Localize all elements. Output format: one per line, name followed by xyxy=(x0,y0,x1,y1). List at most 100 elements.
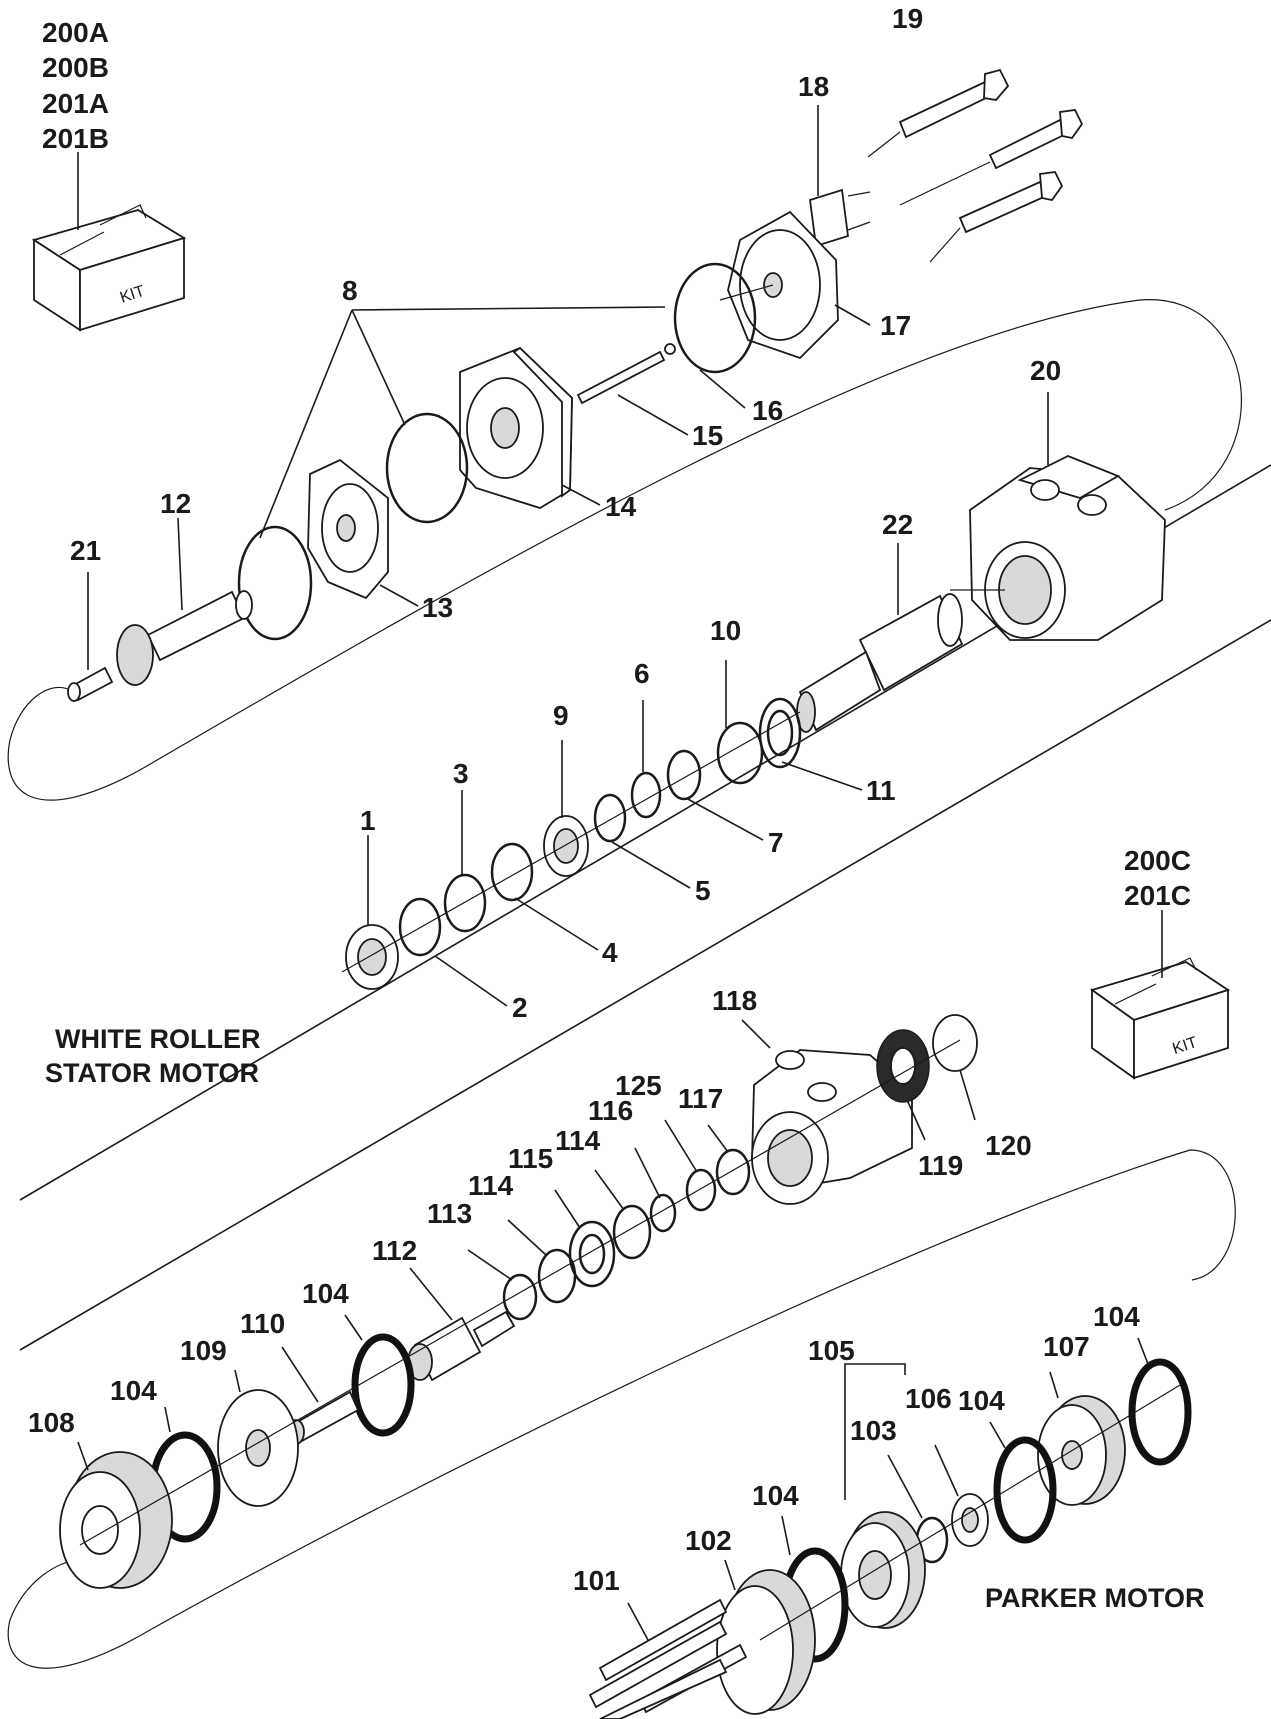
part-112-shaft xyxy=(407,1310,516,1382)
part-10-race xyxy=(716,721,764,785)
label-part-118: 118 xyxy=(712,985,757,1016)
caption-white-motor-line2: STATOR MOTOR xyxy=(45,1058,259,1088)
label-part-117: 117 xyxy=(678,1083,723,1114)
label-part-102: 102 xyxy=(685,1525,732,1556)
part-115-thrust-bearing xyxy=(568,1220,616,1288)
label-part-2: 2 xyxy=(512,992,528,1023)
part-8-oring-b xyxy=(237,525,313,641)
part-22-spool-sleeve xyxy=(796,589,1005,733)
label-part-119: 119 xyxy=(918,1150,963,1181)
label-part-115: 115 xyxy=(508,1143,553,1174)
caption-white-motor-line1: WHITE ROLLER xyxy=(55,1024,260,1054)
part-113-ring xyxy=(502,1273,538,1321)
kit-number-201a: 201A xyxy=(42,88,109,119)
part-104-seal-d xyxy=(993,1436,1057,1544)
part-5-ring xyxy=(593,793,627,843)
part-18-nameplate xyxy=(809,188,871,248)
label-part-9: 9 xyxy=(553,700,569,731)
label-part-8: 8 xyxy=(342,275,358,306)
part-14-stator xyxy=(459,346,573,509)
part-21-spacer xyxy=(67,666,114,702)
label-part-5: 5 xyxy=(695,875,711,906)
part-4-backup-ring xyxy=(490,842,534,902)
kit-box-lower: KIT xyxy=(1089,957,1231,1080)
label-part-7: 7 xyxy=(768,827,784,858)
assembly-loop-lower xyxy=(7,1149,1236,1669)
label-part-104-c: 104 xyxy=(1093,1301,1140,1332)
part-104-seal-c xyxy=(1128,1358,1192,1466)
label-part-13: 13 xyxy=(422,592,453,623)
part-20-housing xyxy=(969,455,1166,641)
part-3-oring xyxy=(443,873,487,933)
part-125-ring xyxy=(685,1168,717,1212)
label-part-14: 14 xyxy=(605,491,637,522)
label-part-108: 108 xyxy=(28,1407,75,1438)
part-6-ring xyxy=(630,771,662,819)
part-7-seal xyxy=(666,749,702,801)
label-part-20: 20 xyxy=(1030,355,1061,386)
part-9-bushing xyxy=(543,815,589,877)
label-part-104-d: 104 xyxy=(958,1385,1005,1416)
label-part-110: 110 xyxy=(240,1308,285,1339)
label-part-104-e: 104 xyxy=(752,1480,799,1511)
label-part-15: 15 xyxy=(692,420,723,451)
label-part-6: 6 xyxy=(634,658,650,689)
part-16-oring xyxy=(673,262,757,374)
kit-box-label-lower: KIT xyxy=(1171,1034,1200,1058)
label-part-10: 10 xyxy=(710,615,741,646)
label-part-19: 19 xyxy=(892,3,923,34)
part-15-drive-pin xyxy=(576,343,676,405)
kit-number-201c: 201C xyxy=(1124,880,1191,911)
label-part-17: 17 xyxy=(880,310,911,341)
part-8-oring-a xyxy=(385,412,469,524)
part-11-thrust-bearing xyxy=(758,697,802,769)
part-104-seal-a xyxy=(351,1333,415,1437)
label-part-125: 125 xyxy=(615,1070,662,1101)
label-part-113: 113 xyxy=(427,1198,472,1229)
caption-parker-motor: PARKER MOTOR xyxy=(985,1583,1205,1613)
label-part-105: 105 xyxy=(808,1335,855,1366)
label-part-22: 22 xyxy=(882,509,913,540)
part-105-gerotor xyxy=(840,1511,926,1629)
label-part-112: 112 xyxy=(372,1235,417,1266)
kit-box-label-upper: KIT xyxy=(118,283,147,307)
kit-number-200c: 200C xyxy=(1124,845,1191,876)
part-119-bearing xyxy=(876,1029,930,1103)
part-114-washer-b xyxy=(537,1248,577,1304)
kit-callouts-upper: 200A 200B 201A 201B xyxy=(42,17,109,154)
label-part-4: 4 xyxy=(602,937,618,968)
part-108-end-cap xyxy=(59,1451,173,1589)
label-part-103: 103 xyxy=(850,1415,897,1446)
label-part-120: 120 xyxy=(985,1130,1032,1161)
label-part-109: 109 xyxy=(180,1335,227,1366)
part-110-drive xyxy=(287,1390,360,1445)
label-part-18: 18 xyxy=(798,71,829,102)
part-116-ring xyxy=(649,1193,677,1233)
label-part-114-a: 114 xyxy=(555,1125,601,1156)
label-part-106: 106 xyxy=(905,1383,952,1414)
part-117-ring xyxy=(715,1148,751,1196)
label-part-104-b: 104 xyxy=(110,1375,157,1406)
assembly-loop-upper xyxy=(7,299,1242,801)
label-part-114-b: 114 xyxy=(468,1170,514,1201)
part-19-bolts xyxy=(867,68,1084,263)
kit-callouts-lower: 200C 201C xyxy=(1124,845,1191,911)
kit-number-200b: 200B xyxy=(42,52,109,83)
part-109-plate xyxy=(217,1389,299,1507)
label-part-12: 12 xyxy=(160,488,191,519)
label-part-16: 16 xyxy=(752,395,783,426)
label-part-1: 1 xyxy=(360,805,376,836)
part-114-washer-a xyxy=(612,1204,652,1260)
part-102-manifold xyxy=(716,1569,816,1715)
label-part-21: 21 xyxy=(70,535,101,566)
label-part-107: 107 xyxy=(1043,1331,1090,1362)
kit-number-200a: 200A xyxy=(42,17,109,48)
part-101-bolts xyxy=(588,1598,748,1719)
kit-number-201b: 201B xyxy=(42,123,109,154)
kit-box-upper: KIT xyxy=(31,204,187,332)
part-2-oring xyxy=(398,897,442,957)
divider-lower xyxy=(19,619,1271,1351)
label-part-104-a: 104 xyxy=(302,1278,349,1309)
part-12-drive-link xyxy=(116,590,253,686)
